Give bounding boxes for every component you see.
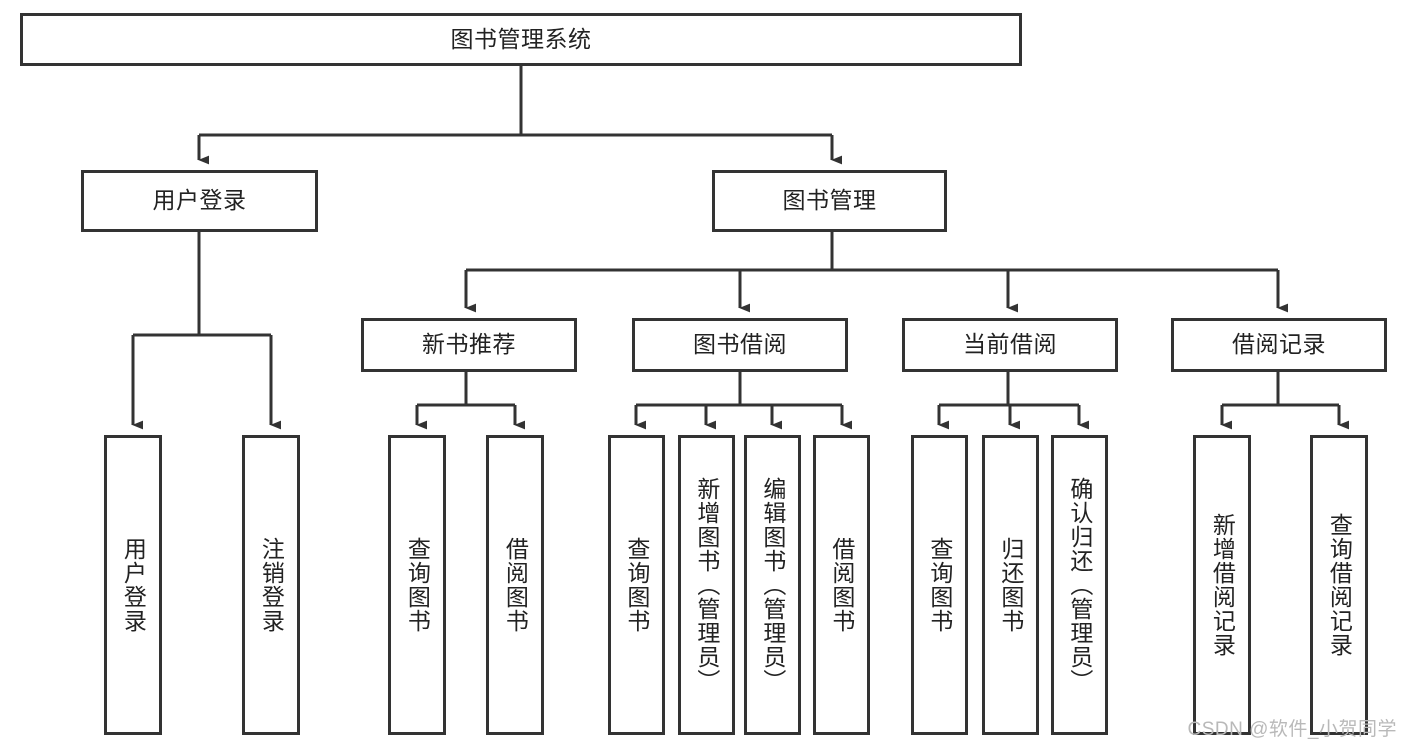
node-label: 借阅记录 <box>1232 331 1326 358</box>
leaf-record-query-record[interactable]: 查询借阅记录 <box>1310 435 1368 735</box>
node-book-borrow[interactable]: 图书借阅 <box>632 318 848 372</box>
node-label: 新增借阅记录 <box>1209 513 1236 657</box>
node-label: 编辑图书（管理员） <box>759 477 786 693</box>
node-root-book-management-system[interactable]: 图书管理系统 <box>20 13 1022 66</box>
node-label: 查询图书 <box>404 537 431 633</box>
node-label: 新增图书（管理员） <box>693 477 720 693</box>
leaf-current-confirm-return-admin[interactable]: 确认归还（管理员） <box>1051 435 1108 735</box>
leaf-current-query-book[interactable]: 查询图书 <box>911 435 968 735</box>
leaf-borrow-edit-book-admin[interactable]: 编辑图书（管理员） <box>744 435 801 735</box>
node-user-login[interactable]: 用户登录 <box>81 170 318 232</box>
node-label: 归还图书 <box>997 537 1024 633</box>
node-label: 图书管理 <box>782 187 877 214</box>
node-label: 借阅图书 <box>828 537 855 633</box>
node-label: 用户登录 <box>120 537 147 633</box>
leaf-borrow-query-book[interactable]: 查询图书 <box>608 435 665 735</box>
leaf-borrow-lend-book[interactable]: 借阅图书 <box>813 435 870 735</box>
leaf-user-login[interactable]: 用户登录 <box>104 435 162 735</box>
node-label: 新书推荐 <box>422 331 516 358</box>
leaf-current-return-book[interactable]: 归还图书 <box>982 435 1039 735</box>
node-label: 借阅图书 <box>502 537 529 633</box>
leaf-borrow-add-book-admin[interactable]: 新增图书（管理员） <box>678 435 735 735</box>
node-label: 确认归还（管理员） <box>1066 477 1093 693</box>
node-current-borrow[interactable]: 当前借阅 <box>902 318 1118 372</box>
leaf-record-add-record[interactable]: 新增借阅记录 <box>1193 435 1251 735</box>
leaf-newbook-borrow-book[interactable]: 借阅图书 <box>486 435 544 735</box>
leaf-newbook-query-book[interactable]: 查询图书 <box>388 435 446 735</box>
node-label: 查询图书 <box>623 537 650 633</box>
watermark: CSDN @软件_小贺同学 <box>1187 719 1397 740</box>
node-label: 用户登录 <box>152 187 247 214</box>
node-label: 查询借阅记录 <box>1326 513 1353 657</box>
node-label: 当前借阅 <box>963 331 1057 358</box>
node-new-book-recommend[interactable]: 新书推荐 <box>361 318 577 372</box>
node-borrow-record[interactable]: 借阅记录 <box>1171 318 1387 372</box>
node-label: 注销登录 <box>258 537 285 633</box>
node-label: 图书借阅 <box>693 331 787 358</box>
node-label: 图书管理系统 <box>450 25 592 52</box>
leaf-logout[interactable]: 注销登录 <box>242 435 300 735</box>
node-book-management[interactable]: 图书管理 <box>712 170 947 232</box>
node-label: 查询图书 <box>926 537 953 633</box>
